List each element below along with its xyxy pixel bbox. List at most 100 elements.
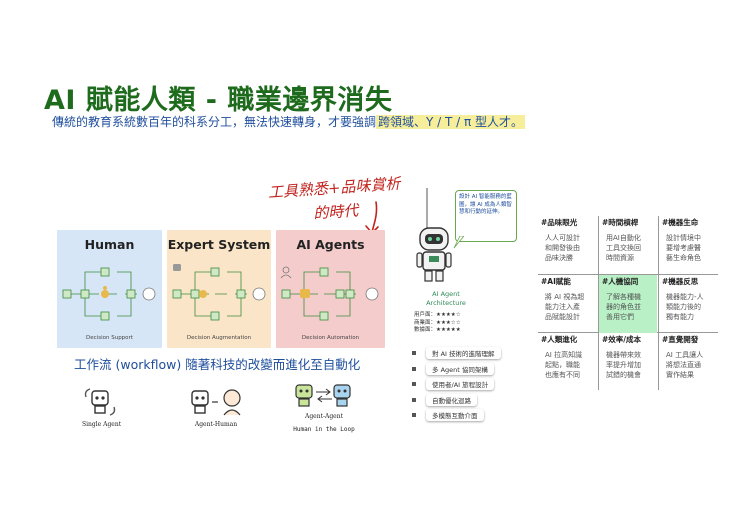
cell-text: 能力注入產 bbox=[545, 303, 580, 311]
cell-text: 起點，職能 bbox=[545, 361, 580, 369]
cell-text: 機器能力-人 bbox=[666, 293, 704, 301]
cell-heading: #機器反思 bbox=[662, 277, 699, 286]
workflow-diagram-icon bbox=[172, 264, 266, 321]
bullet-icon bbox=[412, 382, 416, 386]
grid-cell: #效率/成本機器帶來效率提升增加試錯的機會 bbox=[599, 333, 657, 391]
grid-cell-highlighted: #人機協同了解各種機器的角色並善用它們 bbox=[599, 275, 657, 333]
agent-human-icon bbox=[191, 389, 241, 416]
cell-text: 時間資源 bbox=[606, 254, 634, 262]
rating-stars: ★★★★★ bbox=[436, 327, 461, 333]
grid-cell: #AI賦能將 AI 視為超能力注入產品賦能設計 bbox=[538, 275, 596, 333]
list-item: 多模態互動介面 bbox=[412, 408, 501, 422]
panel-human: Human Decision Support bbox=[57, 230, 162, 348]
list-item: 多 Agent 協同架構 bbox=[412, 362, 501, 376]
grid-cell: #機器反思機器能力-人類能力後的獨有能力 bbox=[659, 275, 717, 333]
agent-human-label: Agent-Human bbox=[194, 421, 238, 428]
agent-agent-icon bbox=[295, 384, 351, 407]
workflow-diagram-icon bbox=[280, 266, 379, 321]
robot-astronaut-icon bbox=[416, 227, 452, 282]
list-item-label: 多模態互動介面 bbox=[426, 409, 484, 421]
human-in-the-loop-label: Human in the Loop bbox=[293, 426, 355, 433]
slide-subtitle: 傳統的教育系統數百年的科系分工，無法快速轉身，才要強調跨領域、Y / T / π… bbox=[52, 113, 526, 130]
single-agent-figure: Single Agent bbox=[82, 387, 121, 428]
cell-text: 將 AI 視為超 bbox=[545, 293, 585, 301]
cell-heading: #品味眼光 bbox=[541, 218, 578, 227]
panel-expert-system: Expert System Decision Augmentation bbox=[167, 230, 271, 348]
panel-ai-agents: AI Agents Decision Automation bbox=[276, 230, 385, 348]
bullet-icon bbox=[412, 397, 416, 402]
ratings: 用戶面：★★★★☆ 商業面：★★★☆☆ 數據面：★★★★★ bbox=[414, 312, 461, 335]
cell-text: 機器帶來效 bbox=[606, 351, 641, 359]
rating-label: 用戶面： bbox=[414, 312, 437, 318]
rating-row: 用戶面：★★★★☆ bbox=[414, 312, 461, 320]
cell-text: 和開發後由 bbox=[545, 244, 580, 252]
skills-grid: #品味眼光人人可設計和開發後由品味決勝 #時間槓桿用AI自動化工具交換回時間資源… bbox=[538, 216, 718, 390]
panel-title: AI Agents bbox=[296, 237, 365, 252]
rating-label: 數據面： bbox=[414, 327, 437, 333]
cell-text: 也應有不同 bbox=[545, 371, 580, 379]
list-item: 對 AI 技術的進階理解 bbox=[412, 346, 501, 360]
cell-text: 藝生命角色 bbox=[666, 254, 701, 262]
architecture-title-line2: Architecture bbox=[426, 299, 466, 307]
speech-bubble: 設計 AI 智能服務的藍圖，讓 AI 成為人類智慧和行動的延伸。 bbox=[455, 190, 517, 242]
grid-cell: #品味眼光人人可設計和開發後由品味決勝 bbox=[538, 216, 596, 274]
workflow-caption: 工作流 (workflow) 隨著科技的改變而進化至自動化 bbox=[74, 357, 361, 372]
handwritten-note: 工具熟悉+品味賞析 的時代 bbox=[249, 170, 422, 230]
cell-text: 實作結果 bbox=[666, 371, 694, 379]
cell-text: 率提升增加 bbox=[606, 361, 641, 369]
rating-stars: ★★★☆☆ bbox=[436, 319, 461, 326]
list-item-label: 自動優化迴路 bbox=[426, 393, 477, 406]
subtitle-highlight: 跨領域、Y / T / π 型人才。 bbox=[376, 115, 526, 129]
cell-heading: #效率/成本 bbox=[602, 335, 642, 344]
cell-text: 設計情境中 bbox=[666, 234, 701, 242]
grid-cell: #時間槓桿用AI自動化工具交換回時間資源 bbox=[599, 216, 657, 274]
grid-divider bbox=[538, 274, 718, 275]
cell-text: 將想法直通 bbox=[666, 361, 701, 369]
panel-caption: Decision Automation bbox=[301, 335, 360, 341]
panel-title: Expert System bbox=[167, 237, 271, 252]
cell-heading: #人機協同 bbox=[602, 277, 639, 286]
agent-agent-figure: Agent-Agent Human in the Loop bbox=[292, 383, 356, 433]
grid-divider bbox=[598, 216, 599, 390]
panel-caption: Decision Support bbox=[86, 335, 133, 341]
subtitle-text: 傳統的教育系統數百年的科系分工，無法快速轉身，才要強調 bbox=[52, 115, 377, 129]
list-item: 自動優化迴路 bbox=[412, 393, 501, 407]
rating-row: 商業面：★★★☆☆ bbox=[414, 320, 461, 328]
cell-text: 善用它們 bbox=[606, 313, 634, 321]
list-item-label: 對 AI 技術的進階理解 bbox=[426, 347, 501, 359]
cell-text: 用AI自動化 bbox=[606, 234, 641, 242]
cell-text: 器的角色並 bbox=[606, 303, 641, 311]
cell-text: 了解各種機 bbox=[606, 293, 641, 301]
cell-text: 人人可設計 bbox=[545, 234, 580, 242]
bubble-tail-icon bbox=[453, 236, 464, 249]
single-agent-label: Single Agent bbox=[82, 421, 122, 428]
panel-title: Human bbox=[84, 237, 135, 252]
cell-text: AI 拉高知識 bbox=[545, 351, 583, 359]
workflow-diagram-icon bbox=[62, 267, 156, 321]
bullet-icon bbox=[412, 351, 416, 355]
cell-heading: #時間槓桿 bbox=[602, 218, 639, 227]
capability-list: 對 AI 技術的進階理解 多 Agent 協同架構 使用者/AI 旅程設計 自動… bbox=[412, 346, 501, 424]
bullet-icon bbox=[412, 413, 416, 417]
architecture-title: AI Agent Architecture bbox=[408, 290, 484, 308]
cell-text: 品味決勝 bbox=[545, 254, 573, 262]
pointer-line bbox=[426, 188, 428, 228]
cell-text: 要增考慮醫 bbox=[666, 244, 701, 252]
rating-row: 數據面：★★★★★ bbox=[414, 327, 461, 335]
bullet-icon bbox=[412, 366, 416, 371]
architecture-title-line1: AI Agent bbox=[432, 290, 460, 298]
rating-label: 商業面： bbox=[414, 319, 437, 326]
list-item-label: 多 Agent 協同架構 bbox=[426, 362, 494, 375]
list-item-label: 使用者/AI 旅程設計 bbox=[426, 378, 495, 390]
single-agent-robot-icon bbox=[84, 388, 116, 416]
cell-text: 獨有能力 bbox=[666, 313, 694, 321]
panel-caption: Decision Augmentation bbox=[186, 335, 252, 341]
agent-agent-label: Agent-Agent bbox=[304, 413, 344, 420]
slide-title: AI 賦能人類 - 職業邊界消失 bbox=[44, 85, 393, 116]
grid-divider bbox=[658, 216, 659, 390]
cell-heading: #直覺開發 bbox=[662, 335, 699, 344]
cell-text: 工具交換回 bbox=[606, 244, 641, 252]
cell-text: 類能力後的 bbox=[666, 303, 701, 311]
